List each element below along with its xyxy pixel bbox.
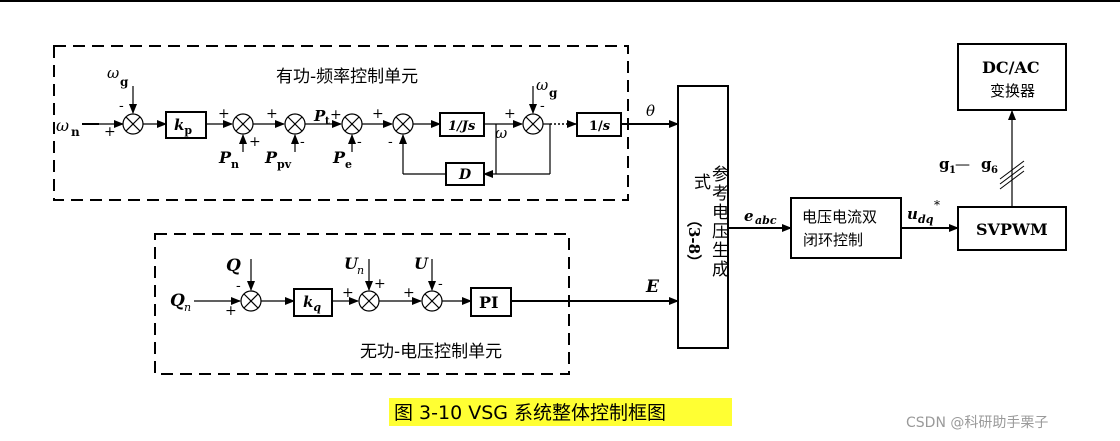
reactive-power-region-label: 无功-电压控制单元 — [360, 342, 502, 362]
svg-text:+: + — [374, 276, 386, 292]
omega-n-label: ω — [56, 116, 69, 135]
g1-sub: 1 — [949, 165, 956, 176]
voltage-current-control-line1: 电压电流双 — [802, 208, 877, 226]
dcac-converter-block — [957, 43, 1067, 111]
svg-text:-: - — [119, 98, 124, 114]
theta-label: θ — [646, 102, 655, 120]
summing-junction-1 — [122, 113, 144, 135]
svg-text:-: - — [540, 98, 545, 114]
svg-text:+: + — [218, 106, 230, 122]
reference-voltage-title: 参考电压生成 — [708, 165, 729, 279]
q-label: Q — [226, 256, 241, 276]
omega-mid-label: ω — [495, 124, 507, 142]
svg-text:+: + — [249, 134, 261, 150]
summing-junction-3 — [284, 113, 306, 135]
svg-text:-: - — [300, 134, 305, 150]
caption-highlight — [389, 398, 732, 426]
reference-formula: （3-8） — [685, 212, 703, 269]
svg-text:-: - — [438, 276, 443, 292]
u-label: U — [414, 254, 429, 273]
top-rule — [0, 0, 1120, 2]
reference-voltage-block — [677, 85, 729, 349]
summing-junction-4 — [341, 113, 363, 135]
dcac-label-line2: 变换器 — [990, 82, 1035, 100]
omega-n-sub: n — [71, 125, 80, 139]
svg-text:+: + — [104, 124, 116, 140]
svg-text:+: + — [342, 285, 354, 301]
q-n-label: Q — [170, 291, 185, 311]
p-n-label: P — [218, 148, 232, 167]
svg-text:-: - — [357, 134, 362, 150]
svg-text:+: + — [266, 106, 278, 122]
figure-caption: 图 3-10 VSG 系统整体控制框图 — [394, 402, 666, 424]
active-power-region-label: 有功-频率控制单元 — [276, 67, 418, 87]
p-n-sub: n — [231, 158, 239, 171]
summing-junction-q — [240, 290, 262, 312]
svg-text:+: + — [225, 303, 237, 319]
reactive-power-voltage-region — [154, 233, 570, 375]
g1-label: g — [939, 155, 950, 173]
summing-junction-u — [421, 290, 443, 312]
dcac-label-line1: DC/AC — [982, 58, 1040, 77]
inverse-inertia-label: 1/Js — [448, 119, 476, 134]
e-label: E — [645, 277, 660, 297]
summing-junction-2 — [232, 113, 254, 135]
svg-text:+: + — [504, 106, 516, 122]
summing-junction-6 — [522, 113, 544, 135]
omega-g-sub: g — [120, 75, 129, 89]
g6-sub: 6 — [991, 165, 998, 176]
u-n-label: U — [344, 254, 359, 273]
kq-block — [293, 288, 333, 317]
p-t-label: P — [313, 107, 326, 125]
watermark: CSDN @科研助手栗子 — [906, 415, 1048, 431]
svg-text:-: - — [236, 278, 241, 294]
p-pv-sub: pv — [277, 158, 292, 171]
reference-formula-prefix: 式 — [694, 173, 711, 193]
p-e-label: P — [332, 148, 346, 167]
svg-text:-: - — [388, 134, 393, 150]
p-pv-label: P — [264, 148, 278, 167]
summing-junction-5 — [392, 113, 414, 135]
e-abc-sub: abc — [755, 214, 777, 227]
summing-junction-un — [358, 290, 380, 312]
p-e-sub: e — [345, 158, 352, 171]
u-dq-sup: * — [934, 198, 940, 212]
integrator-label: 1/s — [589, 119, 611, 134]
svpwm-label: SVPWM — [976, 220, 1048, 239]
damping-label: D — [458, 167, 472, 183]
voltage-current-control-block — [790, 197, 902, 259]
p-t-sub: t — [325, 116, 330, 127]
u-n-sub: n — [357, 264, 364, 277]
voltage-current-control-line2: 闭环控制 — [803, 231, 863, 249]
omega-g2-sub: g — [549, 86, 558, 100]
svg-text:+: + — [372, 106, 384, 122]
g-dash: — — [955, 155, 970, 173]
omega-g2-label: ω — [536, 76, 548, 94]
g6-label: g — [981, 155, 992, 173]
kp-block — [165, 111, 207, 139]
pi-label: PI — [479, 293, 499, 312]
pi-block — [470, 287, 512, 317]
u-dq-sub: dq — [918, 213, 934, 226]
u-dq-label: u — [907, 205, 918, 223]
e-abc-label: e — [744, 207, 754, 225]
svg-text:+: + — [330, 107, 342, 123]
q-n-sub: n — [184, 301, 191, 314]
svg-text:+: + — [403, 285, 415, 301]
omega-g-label: ω — [107, 64, 119, 82]
